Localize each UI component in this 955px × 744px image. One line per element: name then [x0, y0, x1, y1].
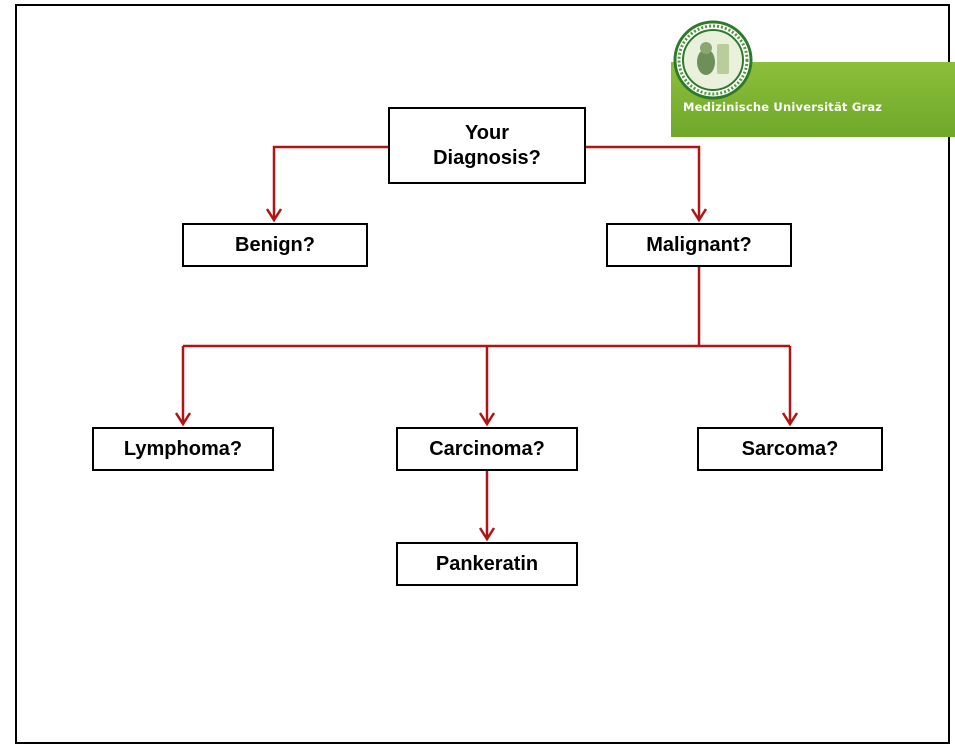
- node-benign: Benign?: [182, 223, 368, 267]
- node-malignant: Malignant?: [606, 223, 792, 267]
- node-lymphoma: Lymphoma?: [92, 427, 274, 471]
- diagram-connectors: [174, 145, 799, 542]
- arrowhead-lymphoma: [174, 412, 192, 427]
- institution-name: Medizinische Universität Graz: [683, 100, 883, 114]
- university-logo: Medizinische Universität Graz: [661, 20, 955, 137]
- arrowhead-pankeratin: [478, 527, 496, 542]
- arrowhead-benign: [265, 208, 283, 223]
- arrowhead-sarcoma: [781, 412, 799, 427]
- arrowhead-malignant: [690, 208, 708, 223]
- connector-root-malignant: [586, 145, 701, 220]
- university-seal-icon: [673, 20, 753, 100]
- node-carcinoma: Carcinoma?: [396, 427, 578, 471]
- connector-root-benign: [272, 145, 388, 220]
- node-pankeratin: Pankeratin: [396, 542, 578, 586]
- node-root: Your Diagnosis?: [388, 107, 586, 184]
- node-sarcoma: Sarcoma?: [697, 427, 883, 471]
- arrowhead-carcinoma: [478, 412, 496, 427]
